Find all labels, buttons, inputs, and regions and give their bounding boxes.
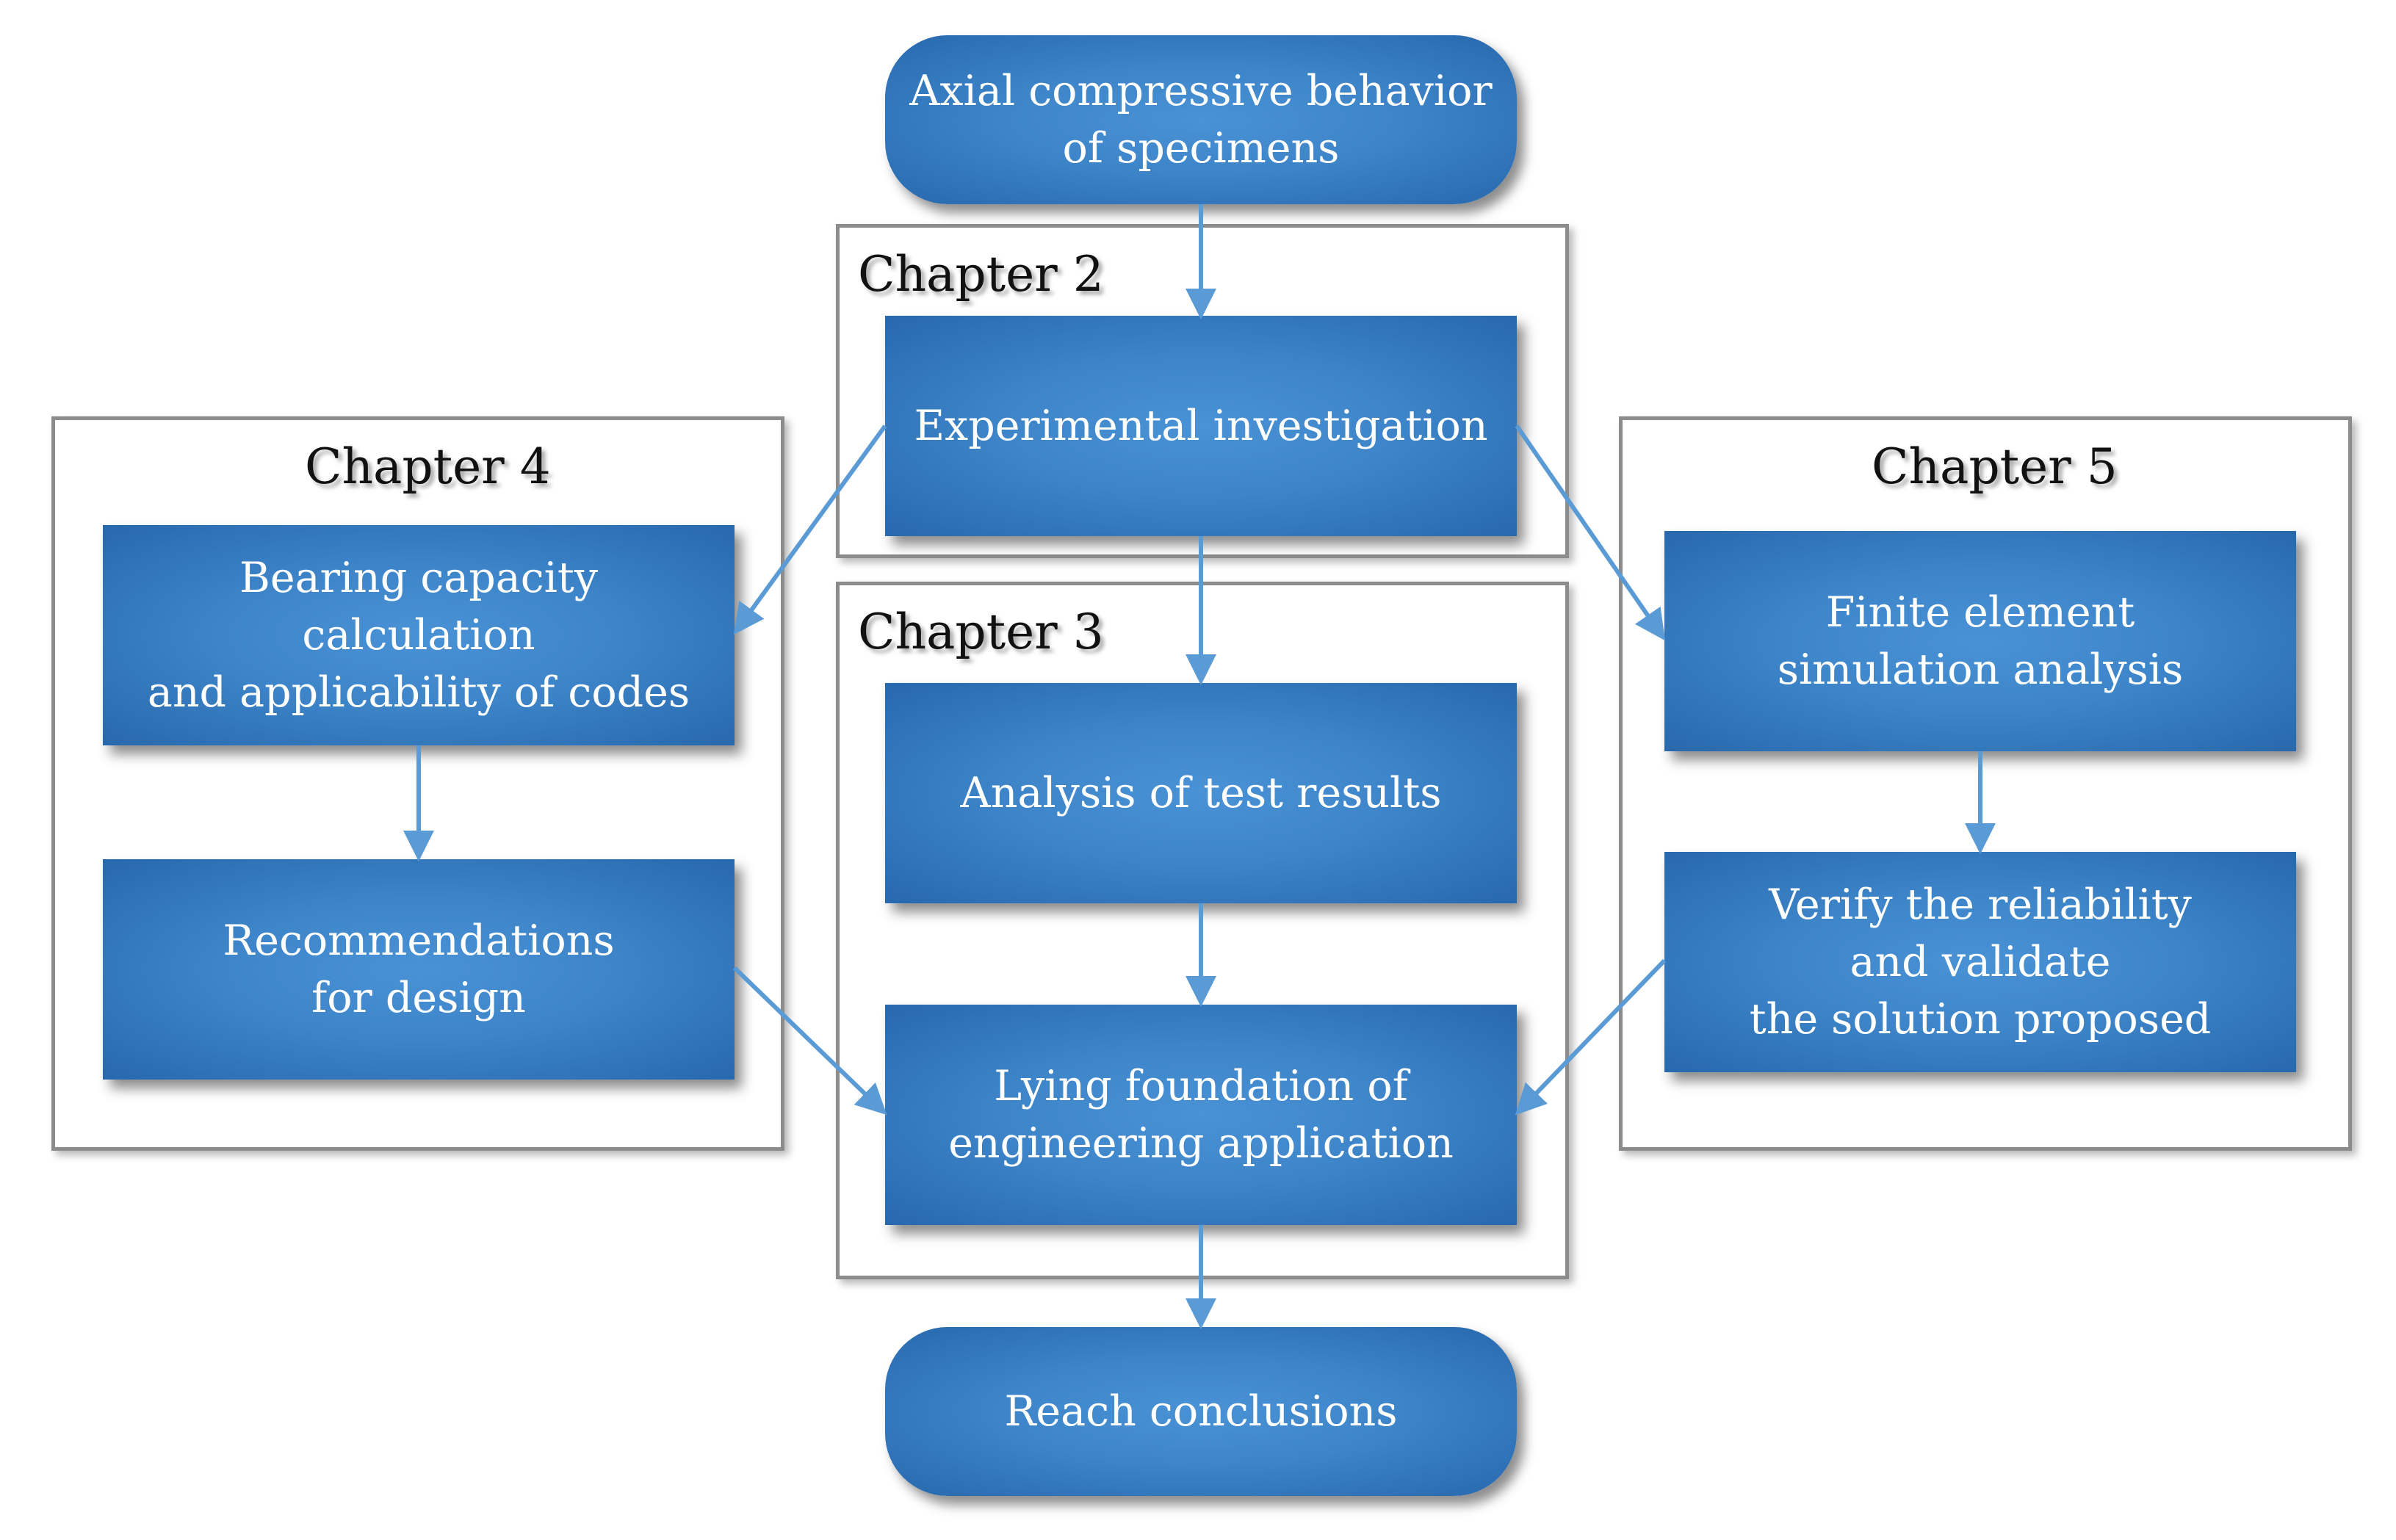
chapter-4-label: Chapter 4 — [305, 438, 551, 495]
start-node-line-2: of specimens — [1062, 124, 1340, 173]
start-node: Axial compressive behavior of specimens — [885, 35, 1517, 204]
chapter-4-frame — [51, 416, 784, 1151]
experimental-investigation-label: Experimental investigation — [914, 402, 1488, 450]
verify-reliability-line-2: and validate — [1850, 938, 2111, 986]
experimental-investigation-box: Experimental investigation — [885, 316, 1517, 536]
bearing-capacity-box: Bearing capacity calculation and applica… — [103, 525, 735, 745]
verify-reliability-line-1: Verify the reliability — [1769, 881, 2192, 929]
chapter-5-label: Chapter 5 — [1872, 438, 2118, 495]
end-node: Reach conclusions — [885, 1327, 1517, 1496]
chapter-3-label: Chapter 3 — [858, 604, 1104, 660]
analysis-test-results-box: Analysis of test results — [885, 683, 1517, 903]
chapter-5-frame — [1619, 416, 2352, 1151]
analysis-test-results-label: Analysis of test results — [960, 769, 1442, 817]
bearing-capacity-line-2: and applicability of codes — [147, 668, 690, 717]
engineering-application-line-2: engineering application — [948, 1119, 1454, 1168]
recommendations-line-1: Recommendations — [223, 917, 615, 965]
end-node-label: Reach conclusions — [1004, 1387, 1398, 1436]
chapter-2-label: Chapter 2 — [858, 246, 1104, 303]
finite-element-box: Finite element simulation analysis — [1664, 531, 2296, 751]
recommendations-box: Recommendations for design — [103, 859, 735, 1080]
recommendations-line-2: for design — [311, 974, 526, 1022]
finite-element-line-1: Finite element — [1825, 588, 2135, 637]
engineering-application-box: Lying foundation of engineering applicat… — [885, 1005, 1517, 1225]
start-node-line-1: Axial compressive behavior — [909, 67, 1493, 115]
engineering-application-line-1: Lying foundation of — [994, 1062, 1408, 1110]
finite-element-line-2: simulation analysis — [1777, 646, 2184, 694]
verify-reliability-line-3: the solution proposed — [1749, 995, 2212, 1044]
verify-reliability-box: Verify the reliability and validate the … — [1664, 852, 2296, 1072]
bearing-capacity-line-1: Bearing capacity calculation — [239, 554, 599, 659]
